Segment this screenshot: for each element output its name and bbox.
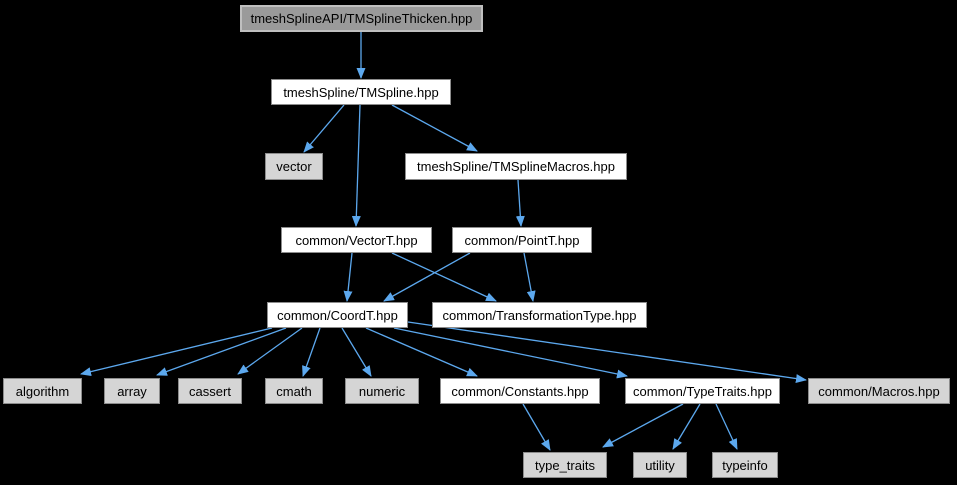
edge-coordt-to-constants: [365, 327, 478, 377]
edge-pointt-to-coordt: [383, 252, 471, 302]
edge-typetraits-to-utility: [672, 403, 701, 450]
graph-node-pointt[interactable]: common/PointT.hpp: [452, 227, 592, 253]
graph-node-transform[interactable]: common/TransformationType.hpp: [432, 302, 647, 328]
graph-node-macros: common/Macros.hpp: [808, 378, 950, 404]
graph-node-tmspline[interactable]: tmeshSpline/TMSpline.hpp: [271, 79, 451, 105]
edge-coordt-to-typetraits: [393, 327, 628, 379]
graph-node-tmsmacros[interactable]: tmeshSpline/TMSplineMacros.hpp: [405, 153, 627, 180]
edge-coordt-to-cmath: [302, 327, 321, 377]
edge-constants-to-type_traits: [522, 403, 551, 451]
graph-node-vector: vector: [265, 153, 323, 180]
edge-typetraits-to-type_traits: [602, 403, 684, 448]
edge-typetraits-to-typeinfo: [715, 403, 738, 450]
graph-node-cmath: cmath: [265, 378, 323, 404]
edge-vectort-to-coordt: [343, 252, 353, 302]
edge-coordt-to-algorithm: [80, 327, 273, 377]
edge-tmspline-to-vectort: [351, 104, 361, 227]
graph-node-typetraits[interactable]: common/TypeTraits.hpp: [625, 378, 780, 404]
edge-tmspline-to-vector: [303, 104, 345, 153]
graph-node-array: array: [104, 378, 160, 404]
graph-node-utility: utility: [633, 452, 687, 478]
graph-node-type_traits: type_traits: [523, 452, 607, 478]
graph-node-constants[interactable]: common/Constants.hpp: [440, 378, 600, 404]
graph-node-cassert: cassert: [178, 378, 242, 404]
edge-pointt-to-transform: [523, 252, 536, 302]
edge-tmsmacros-to-pointt: [515, 179, 525, 227]
graph-node-algorithm: algorithm: [3, 378, 82, 404]
graph-node-coordt[interactable]: common/CoordT.hpp: [267, 302, 408, 328]
edge-vectort-to-transform: [391, 252, 497, 302]
edge-coordt-to-array: [156, 327, 287, 376]
edge-coordt-to-cassert: [237, 327, 303, 375]
edge-coordt-to-numeric: [341, 327, 372, 377]
graph-node-root: tmeshSplineAPI/TMSplineThicken.hpp: [240, 5, 483, 32]
graph-node-vectort[interactable]: common/VectorT.hpp: [281, 227, 432, 253]
graph-node-typeinfo: typeinfo: [712, 452, 778, 478]
graph-node-numeric: numeric: [345, 378, 419, 404]
edge-coordt-to-macros: [407, 321, 807, 384]
edge-tmspline-to-tmsmacros: [391, 104, 478, 152]
